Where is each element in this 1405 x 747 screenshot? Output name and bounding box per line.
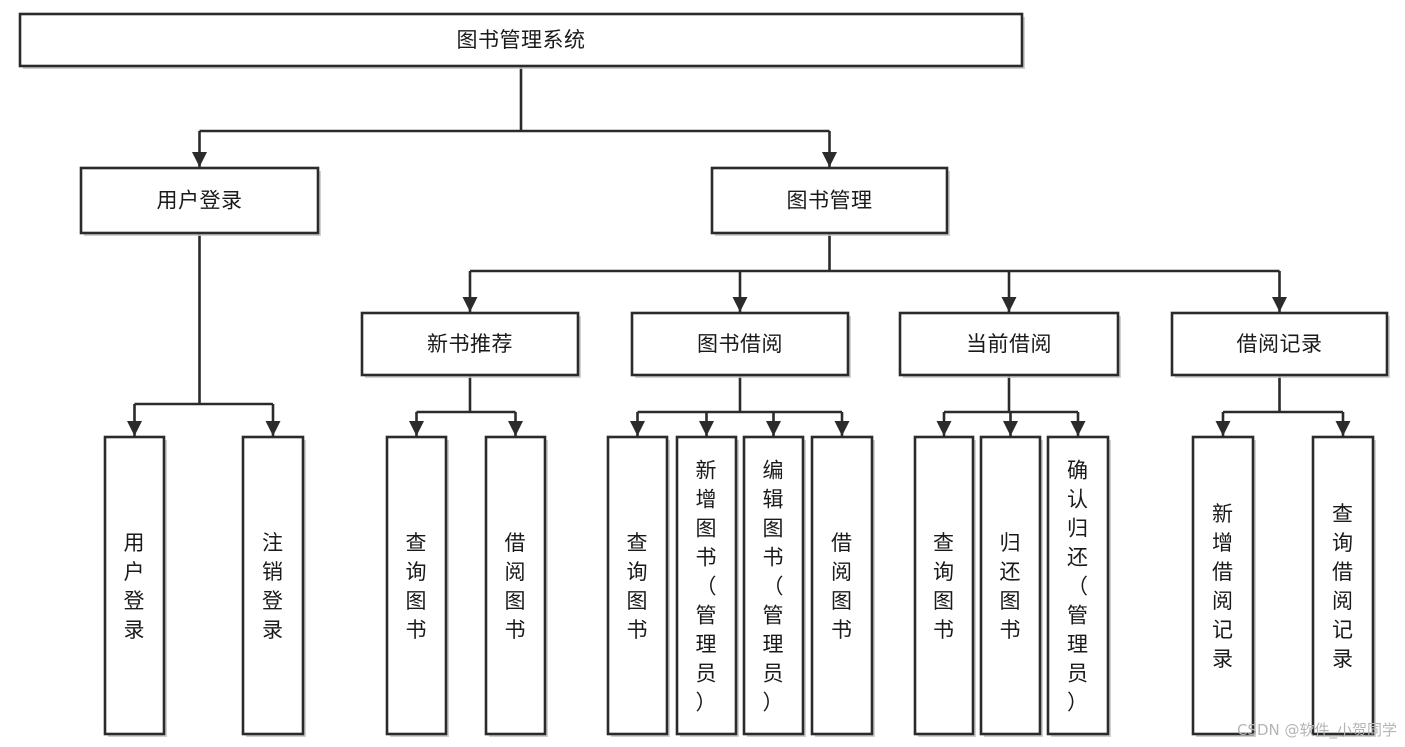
node-leaf-query-record[interactable]: 查询借阅记录 bbox=[1311, 435, 1376, 737]
node-box[interactable] bbox=[742, 435, 805, 736]
node-label: 借阅图书 bbox=[831, 531, 853, 642]
node-box[interactable] bbox=[913, 435, 975, 736]
node-leaf-query-book-borrow[interactable]: 查询图书 bbox=[606, 435, 670, 737]
node-label: 查询借阅记录 bbox=[1332, 502, 1354, 671]
node-box[interactable] bbox=[1191, 435, 1255, 736]
node-box[interactable] bbox=[103, 435, 166, 736]
watermark-label: CSDN @软件_小贺同学 bbox=[1236, 721, 1397, 739]
node-label: 新增图书（管理员） bbox=[696, 459, 718, 715]
node-leaf-add-record[interactable]: 新增借阅记录 bbox=[1191, 435, 1256, 737]
node-box[interactable] bbox=[79, 166, 320, 235]
node-box[interactable] bbox=[241, 435, 305, 736]
arrow-head-icon bbox=[1272, 297, 1287, 312]
node-label: 借阅记录 bbox=[1237, 332, 1323, 356]
node-label: 归还图书 bbox=[1000, 531, 1022, 642]
node-leaf-edit-book[interactable]: 编辑图书（管理员） bbox=[742, 435, 806, 737]
edge-group-book-borrow bbox=[630, 375, 850, 436]
node-leaf-borrow-book-rec[interactable]: 借阅图书 bbox=[484, 435, 548, 737]
node-label: 当前借阅 bbox=[966, 332, 1052, 356]
node-box[interactable] bbox=[484, 435, 547, 736]
arrow-head-icon bbox=[822, 152, 837, 167]
node-root[interactable]: 图书管理系统 bbox=[18, 12, 1025, 69]
node-user-login[interactable]: 用户登录 bbox=[79, 166, 321, 236]
arrow-head-icon bbox=[766, 421, 781, 436]
arrow-head-icon bbox=[1001, 297, 1017, 312]
node-borrow-record[interactable]: 借阅记录 bbox=[1170, 311, 1390, 378]
node-box[interactable] bbox=[710, 166, 949, 235]
edge-group-book-manage bbox=[462, 233, 1287, 312]
edge-group-new-book-rec bbox=[409, 375, 523, 436]
node-label: 确认归还（管理员） bbox=[1067, 459, 1089, 715]
node-box[interactable] bbox=[630, 311, 850, 377]
arrow-head-icon bbox=[630, 421, 645, 436]
node-leaf-borrow-book[interactable]: 借阅图书 bbox=[810, 435, 875, 737]
node-box[interactable] bbox=[385, 435, 448, 736]
node-leaf-return-book[interactable]: 归还图书 bbox=[979, 435, 1043, 737]
node-label: 查询图书 bbox=[627, 531, 649, 642]
node-new-book-rec[interactable]: 新书推荐 bbox=[360, 311, 581, 378]
edge-group-root bbox=[192, 66, 837, 167]
arrow-head-icon bbox=[1215, 421, 1231, 436]
node-box[interactable] bbox=[675, 435, 738, 736]
node-box[interactable] bbox=[1046, 435, 1110, 736]
node-label: 用户登录 bbox=[157, 189, 243, 213]
node-label: 查询图书 bbox=[406, 531, 428, 642]
node-box[interactable] bbox=[360, 311, 580, 377]
node-box[interactable] bbox=[979, 435, 1042, 736]
node-book-manage[interactable]: 图书管理 bbox=[710, 166, 950, 236]
node-leaf-user-login[interactable]: 用户登录 bbox=[103, 435, 167, 737]
node-book-borrow[interactable]: 图书借阅 bbox=[630, 311, 851, 378]
arrow-head-icon bbox=[1003, 421, 1018, 436]
node-label: 新增借阅记录 bbox=[1212, 502, 1234, 671]
arrow-head-icon bbox=[936, 421, 952, 436]
arrow-head-icon bbox=[1335, 421, 1351, 436]
nodes-layer: 图书管理系统用户登录图书管理新书推荐图书借阅当前借阅借阅记录用户登录注销登录查询… bbox=[18, 12, 1390, 737]
node-label: 注销登录 bbox=[262, 531, 284, 642]
node-box[interactable] bbox=[898, 311, 1120, 377]
node-leaf-query-book-cur[interactable]: 查询图书 bbox=[913, 435, 976, 737]
node-leaf-query-book-rec[interactable]: 查询图书 bbox=[385, 435, 449, 737]
arrow-head-icon bbox=[699, 421, 714, 436]
node-label: 查询图书 bbox=[933, 531, 955, 642]
node-leaf-confirm-return[interactable]: 确认归还（管理员） bbox=[1046, 435, 1111, 737]
edge-group-borrow-record bbox=[1215, 375, 1351, 436]
arrow-head-icon bbox=[508, 421, 523, 436]
edge-group-user-login bbox=[127, 233, 281, 436]
node-label: 用户登录 bbox=[124, 531, 146, 642]
node-current-borrow[interactable]: 当前借阅 bbox=[898, 311, 1121, 378]
edges-layer bbox=[127, 66, 1351, 436]
node-box[interactable] bbox=[1311, 435, 1375, 736]
node-box[interactable] bbox=[606, 435, 669, 736]
arrow-head-icon bbox=[834, 421, 850, 436]
edge-group-current-borrow bbox=[936, 375, 1086, 436]
arrow-head-icon bbox=[732, 297, 748, 312]
node-label: 新书推荐 bbox=[427, 332, 513, 356]
arrow-head-icon bbox=[192, 152, 207, 167]
node-leaf-add-book[interactable]: 新增图书（管理员） bbox=[675, 435, 739, 737]
node-leaf-logout[interactable]: 注销登录 bbox=[241, 435, 306, 737]
node-label: 图书管理 bbox=[787, 189, 873, 213]
node-label: 借阅图书 bbox=[505, 531, 527, 642]
node-label: 编辑图书（管理员） bbox=[763, 459, 785, 715]
arrow-head-icon bbox=[265, 421, 281, 436]
arrow-head-icon bbox=[1070, 421, 1086, 436]
node-label: 图书借阅 bbox=[697, 332, 783, 356]
node-box[interactable] bbox=[810, 435, 874, 736]
arrow-head-icon bbox=[409, 421, 424, 436]
arrow-head-icon bbox=[127, 421, 142, 436]
node-label: 图书管理系统 bbox=[457, 28, 586, 52]
arrow-head-icon bbox=[462, 297, 478, 312]
node-box[interactable] bbox=[1170, 311, 1389, 377]
node-box[interactable] bbox=[18, 12, 1024, 68]
